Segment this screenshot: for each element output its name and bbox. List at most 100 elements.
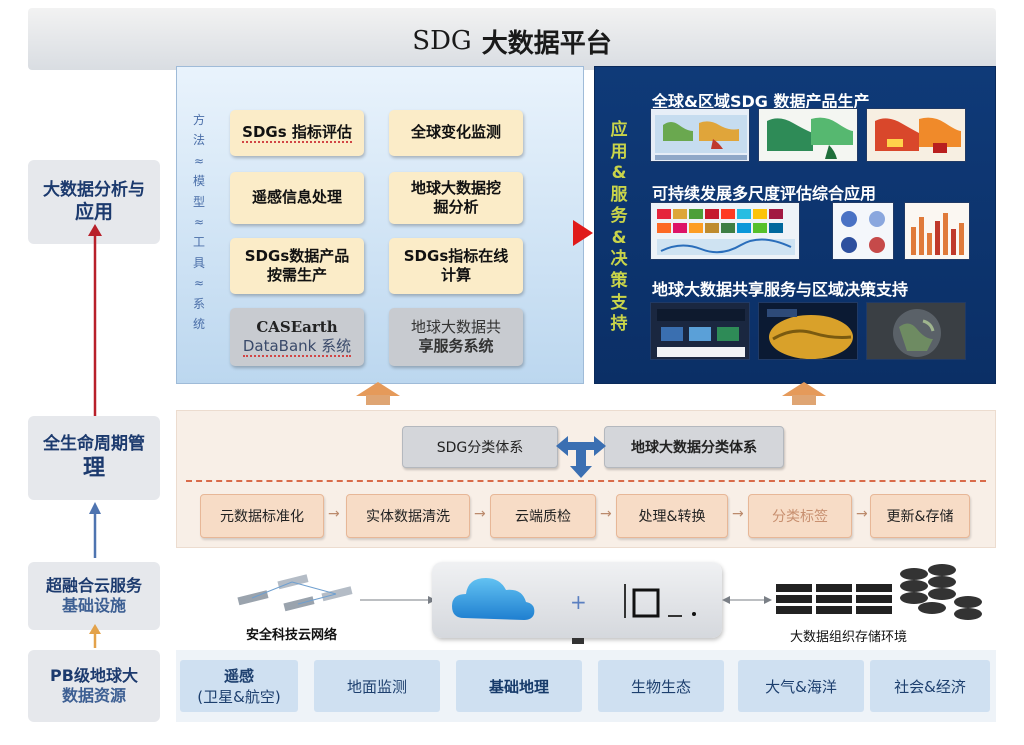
thumbnail-bar-charts xyxy=(904,202,970,260)
storage-servers-icon xyxy=(776,564,982,620)
side-resources-line2: 数据资源 xyxy=(61,686,126,705)
storage-label: 大数据组织存储环境 xyxy=(790,630,908,645)
side-lifecycle-line2: 理 xyxy=(82,455,105,481)
app-char: 持 xyxy=(610,314,628,335)
side-resources: PB级地球大 数据资源 xyxy=(28,650,160,722)
methods-char: 模 xyxy=(192,174,205,189)
system-text: CASEarth xyxy=(256,317,338,336)
step-text: 处理&转换 xyxy=(638,509,706,525)
card-text: SDGs 指标评估 xyxy=(242,123,352,144)
step-arrow: → xyxy=(328,506,340,522)
up-arrow-right xyxy=(782,382,826,396)
step-arrow: → xyxy=(600,506,612,522)
side-analysis-line2: 应用 xyxy=(74,200,113,223)
step-text: 云端质检 xyxy=(515,509,571,525)
cloud-connector-icon xyxy=(572,638,584,644)
system-text: 享服务系统 xyxy=(418,337,494,355)
up-stem-right xyxy=(792,395,816,405)
step-arrow: → xyxy=(732,506,744,522)
card-text: 遥感信息处理 xyxy=(251,188,342,207)
methods-char: ≈ xyxy=(193,153,205,168)
app-char: 应 xyxy=(610,120,628,140)
heading-multiscale-eval: 可持续发展多尺度评估综合应用 xyxy=(652,184,877,203)
step-cleaning: 实体数据清洗 xyxy=(346,494,470,538)
thumbnail-dark-map xyxy=(866,302,966,360)
step-text: 实体数据清洗 xyxy=(366,509,450,525)
card-text: 按需生产 xyxy=(266,266,327,284)
system-text: 地球大数据共 xyxy=(410,317,501,336)
up-arrow-left xyxy=(356,382,400,396)
app-char: & xyxy=(611,227,627,248)
side-infra-line2: 基础设施 xyxy=(61,596,126,615)
application-vertical-label: 应 用 & 服 务 & 决 策 支 持 xyxy=(605,120,633,360)
step-text: 分类标签 xyxy=(772,509,828,525)
methods-char: ≈ xyxy=(193,276,205,291)
up-stem-left xyxy=(366,395,390,405)
thumbnail-sdg-grid xyxy=(650,202,800,260)
resource-text: 大气&海洋 xyxy=(765,677,837,696)
card-text: 全球变化监测 xyxy=(410,123,501,142)
network-label: 安全科技云网络 xyxy=(246,628,338,643)
arrow-head-mid xyxy=(89,502,101,514)
step-tagging: 分类标签 xyxy=(748,494,852,538)
side-lifecycle-line1: 全生命周期管 xyxy=(43,433,145,454)
resource-text: 遥感 xyxy=(223,667,254,685)
top-banner xyxy=(28,8,996,70)
thumbnail-globe-view xyxy=(758,302,858,360)
system-databank: CASEarth DataBank 系统 xyxy=(230,308,364,366)
card-text: 掘分析 xyxy=(433,198,479,216)
side-infra: 超融合云服务 基础设施 xyxy=(28,562,160,630)
card-global-change: 全球变化监测 xyxy=(389,110,523,156)
network-link-arrow xyxy=(360,596,436,604)
methods-char: 统 xyxy=(192,316,205,331)
title-main: 大数据平台 xyxy=(481,28,612,59)
storage-link-arrow xyxy=(722,596,772,604)
lifecycle-arrows xyxy=(88,224,102,648)
methods-char: 系 xyxy=(192,296,205,311)
step-text: 元数据标准化 xyxy=(220,509,304,525)
sdg-classification-text: SDG分类体系 xyxy=(436,440,524,456)
methods-char: ≈ xyxy=(193,214,205,229)
methods-char: 方 xyxy=(192,113,205,127)
thumbnail-regional-maps xyxy=(832,202,894,260)
server-glyph-icon xyxy=(624,584,696,618)
side-analysis-line1: 大数据分析与 xyxy=(43,179,145,200)
card-text: SDGs数据产品 xyxy=(244,246,350,265)
step-arrow: → xyxy=(856,506,868,522)
step-processing: 处理&转换 xyxy=(616,494,728,538)
card-sdgs-eval: SDGs 指标评估 xyxy=(230,110,364,156)
resource-text: 基础地理 xyxy=(488,677,549,696)
card-online-calc: SDGs指标在线 计算 xyxy=(389,238,523,294)
step-storage: 更新&存储 xyxy=(870,494,970,538)
app-char: 用 xyxy=(610,141,628,162)
earth-data-classification-text: 地球大数据分类体系 xyxy=(631,440,757,456)
sdg-classification-box: SDG分类体系 xyxy=(402,426,558,468)
thumbnail-sharing-portal xyxy=(650,302,750,360)
earth-data-classification-box: 地球大数据分类体系 xyxy=(604,426,784,468)
thumbnail-world-map-1 xyxy=(650,108,750,162)
step-text: 更新&存储 xyxy=(886,509,954,525)
dashed-divider xyxy=(186,480,986,482)
methods-char: 法 xyxy=(192,133,205,148)
network-devices-icon xyxy=(237,574,353,612)
blue-junction-arrows xyxy=(556,436,606,478)
resource-basic-geography: 基础地理 xyxy=(456,660,582,712)
resource-remote-sensing: 遥感 (卫星&航空) xyxy=(180,660,298,712)
resource-atmosphere-ocean: 大气&海洋 xyxy=(738,660,864,712)
card-rs-processing: 遥感信息处理 xyxy=(230,172,364,224)
resource-ground-monitoring: 地面监测 xyxy=(314,660,440,712)
card-product-production: SDGs数据产品 按需生产 xyxy=(230,238,364,294)
app-char: 服 xyxy=(610,184,628,205)
resource-text: 社会&经济 xyxy=(894,677,966,696)
title-prefix: SDG xyxy=(412,26,472,56)
system-text: DataBank 系统 xyxy=(242,337,352,357)
resource-text: 地面监测 xyxy=(346,677,407,696)
step-metadata: 元数据标准化 xyxy=(200,494,324,538)
platform-title: SDG 大数据平台 xyxy=(28,18,996,64)
side-infra-line1: 超融合云服务 xyxy=(45,576,142,595)
resource-bio-ecology: 生物生态 xyxy=(598,660,724,712)
step-arrow: → xyxy=(474,506,486,522)
app-char: 策 xyxy=(610,271,628,292)
app-char: 决 xyxy=(610,249,628,270)
arrow-head-bottom xyxy=(89,624,101,634)
